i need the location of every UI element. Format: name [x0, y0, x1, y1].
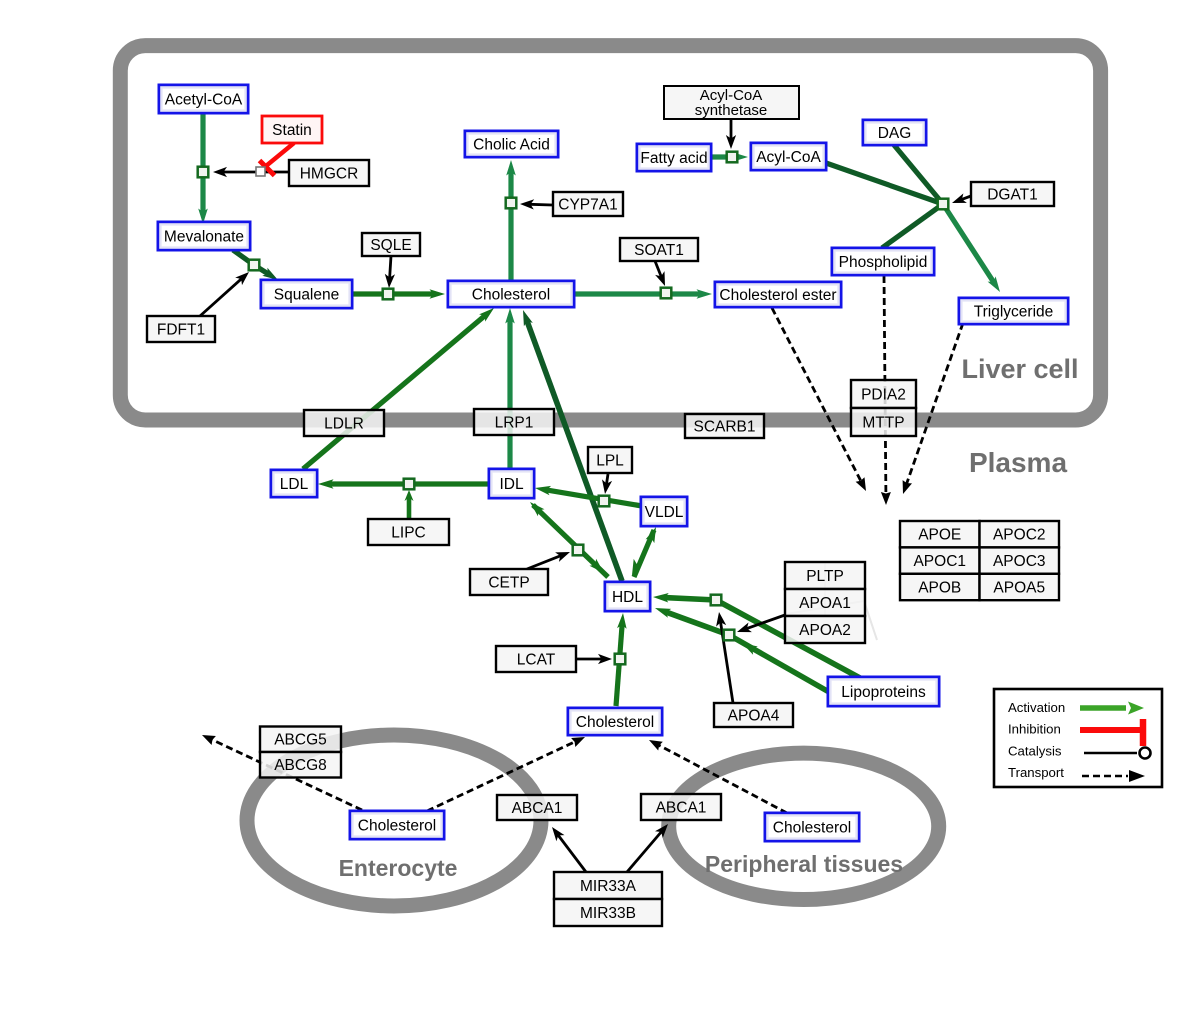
svg-text:FDFT1: FDFT1 — [157, 321, 205, 338]
svg-text:ABCG8: ABCG8 — [274, 757, 327, 774]
svg-text:APOE: APOE — [918, 527, 961, 544]
svg-text:DGAT1: DGAT1 — [987, 186, 1038, 203]
svg-text:Cholesterol: Cholesterol — [576, 714, 654, 731]
svg-text:LCAT: LCAT — [517, 651, 556, 668]
svg-text:ABCG5: ABCG5 — [274, 732, 327, 749]
svg-text:Catalysis: Catalysis — [1008, 743, 1062, 758]
svg-text:APOA4: APOA4 — [728, 707, 780, 724]
svg-text:MTTP: MTTP — [862, 414, 904, 431]
svg-text:Phospholipid: Phospholipid — [839, 254, 928, 271]
svg-text:Transport: Transport — [1008, 765, 1064, 780]
svg-text:Mevalonate: Mevalonate — [164, 228, 244, 245]
svg-text:Cholesterol: Cholesterol — [358, 817, 436, 834]
svg-text:Enterocyte: Enterocyte — [339, 855, 458, 881]
svg-text:LPL: LPL — [596, 452, 624, 469]
svg-text:APOC1: APOC1 — [913, 553, 966, 570]
svg-text:Triglyceride: Triglyceride — [974, 303, 1054, 320]
svg-text:IDL: IDL — [499, 476, 524, 493]
svg-text:Lipoproteins: Lipoproteins — [841, 684, 926, 701]
svg-text:LIPC: LIPC — [391, 524, 425, 541]
svg-text:LDLR: LDLR — [324, 415, 364, 432]
svg-text:DAG: DAG — [878, 125, 912, 142]
svg-text:APOA1: APOA1 — [799, 595, 851, 612]
svg-text:Liver cell: Liver cell — [961, 354, 1078, 384]
svg-text:APOC3: APOC3 — [993, 553, 1046, 570]
svg-text:Activation: Activation — [1008, 700, 1065, 715]
svg-text:LDL: LDL — [280, 476, 309, 493]
svg-text:CETP: CETP — [488, 574, 529, 591]
svg-text:Squalene: Squalene — [274, 286, 340, 303]
svg-text:Cholesterol ester: Cholesterol ester — [719, 287, 836, 304]
svg-text:Acyl-CoA: Acyl-CoA — [700, 87, 763, 104]
svg-text:PDIA2: PDIA2 — [861, 386, 906, 403]
svg-text:LRP1: LRP1 — [495, 414, 534, 431]
svg-text:MIR33A: MIR33A — [580, 878, 637, 895]
svg-text:Cholesterol: Cholesterol — [773, 819, 851, 836]
svg-text:Inhibition: Inhibition — [1008, 722, 1061, 737]
svg-text:CYP7A1: CYP7A1 — [558, 196, 617, 213]
svg-text:Acyl-CoA: Acyl-CoA — [756, 149, 821, 166]
svg-text:Acetyl-CoA: Acetyl-CoA — [165, 91, 243, 108]
svg-text:VLDL: VLDL — [645, 504, 684, 521]
svg-text:Peripheral tissues: Peripheral tissues — [705, 851, 903, 877]
svg-text:SQLE: SQLE — [370, 237, 411, 254]
svg-text:MIR33B: MIR33B — [580, 905, 636, 922]
svg-text:HMGCR: HMGCR — [300, 165, 359, 182]
svg-text:APOB: APOB — [918, 579, 961, 596]
svg-text:APOC2: APOC2 — [993, 527, 1046, 544]
svg-text:Statin: Statin — [272, 122, 312, 139]
svg-text:APOA5: APOA5 — [993, 579, 1045, 596]
svg-text:Fatty acid: Fatty acid — [640, 150, 707, 167]
svg-text:ABCA1: ABCA1 — [656, 799, 707, 816]
svg-text:SCARB1: SCARB1 — [693, 418, 755, 435]
svg-text:Plasma: Plasma — [969, 447, 1067, 478]
svg-text:ABCA1: ABCA1 — [512, 800, 563, 817]
svg-text:APOA2: APOA2 — [799, 622, 851, 639]
svg-text:synthetase: synthetase — [695, 102, 768, 119]
svg-text:Cholesterol: Cholesterol — [472, 286, 550, 303]
svg-text:PLTP: PLTP — [806, 568, 844, 585]
svg-text:Cholic Acid: Cholic Acid — [473, 136, 550, 153]
svg-text:SOAT1: SOAT1 — [634, 242, 684, 259]
svg-text:HDL: HDL — [612, 589, 643, 606]
